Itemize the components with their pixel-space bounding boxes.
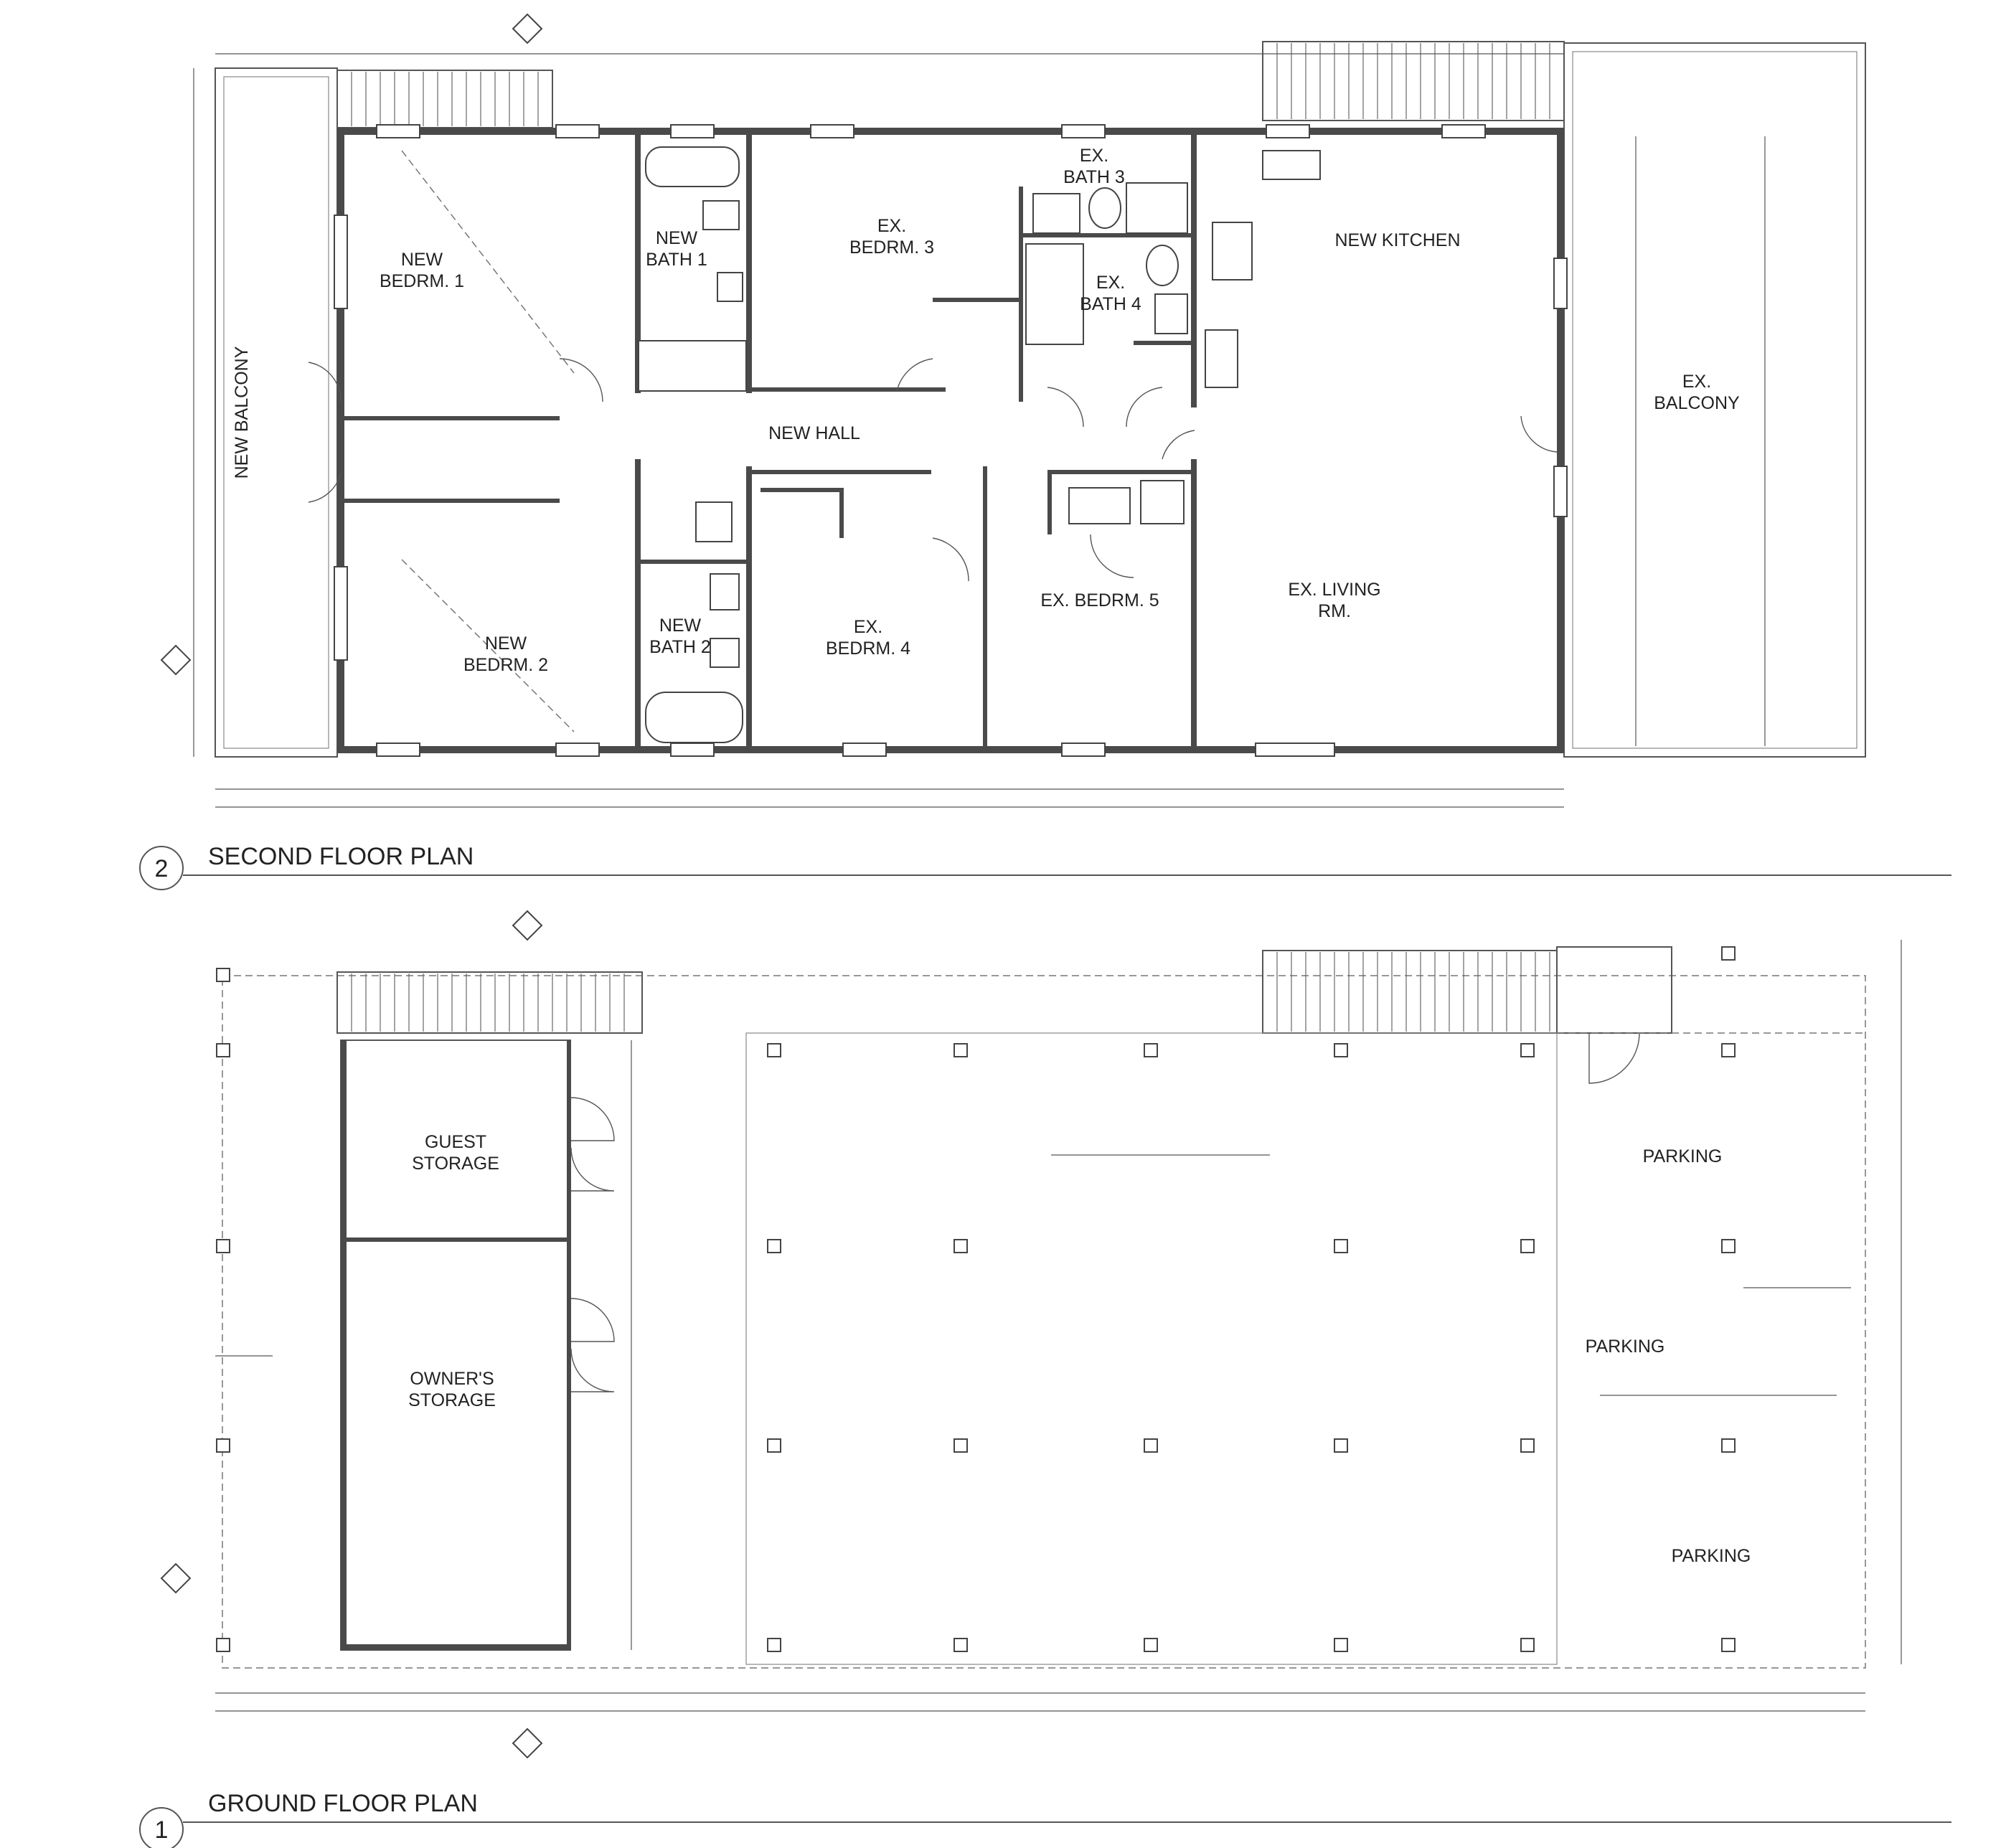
room-label-bath2-line1: NEW	[659, 616, 702, 636]
ground-floor-footprint	[222, 975, 1866, 1669]
sink-icon	[717, 272, 743, 302]
ground-floor-dimensions	[215, 940, 1902, 1712]
stair-right	[1262, 41, 1565, 121]
room-label-bedrm1-line2: BEDRM. 1	[380, 271, 464, 291]
bathtub-icon	[645, 146, 740, 187]
ground-stair-right	[1262, 950, 1558, 1034]
room-label-ex-bath4-line2: BATH 4	[1080, 294, 1141, 314]
room-label-bath2-line2: BATH 2	[649, 637, 711, 657]
outdoor-shower-enclosure	[1556, 946, 1672, 1034]
room-label-guest-storage-line2: STORAGE	[412, 1154, 499, 1174]
ex-balcony-inner	[1572, 51, 1857, 749]
room-label-ex-balcony-line2: BALCONY	[1654, 393, 1740, 413]
room-label-ex-bedrm4-line2: BEDRM. 4	[826, 638, 910, 659]
toilet-icon	[1146, 245, 1179, 286]
washer-dryer-icon	[695, 501, 733, 542]
fridge-icon	[1205, 329, 1238, 388]
ground-floor-plan-number: 1	[155, 1816, 169, 1844]
room-label-ex-bedrm3-line2: BEDRM. 3	[849, 237, 934, 258]
room-label-ex-balcony-line1: EX.	[1682, 372, 1711, 392]
shower-door-swing	[1588, 1032, 1640, 1084]
pilings-grid	[216, 946, 1736, 1652]
range-icon	[1212, 222, 1253, 280]
second-floor-plan: NEW BALCONY NEW BEDRM. 1 NEW BATH 1 EX. …	[139, 13, 1951, 890]
room-label-ex-bedrm4-line1: EX.	[854, 617, 882, 637]
room-label-bedrm1-line1: NEW	[401, 250, 443, 270]
second-floor-title-block: 2 SECOND FLOOR PLAN	[139, 843, 1951, 890]
ground-stair-left	[336, 971, 643, 1034]
ground-floor-plan: GUEST STORAGE OWNER'S STORAGE PARKING PA…	[139, 910, 1951, 1848]
shower-icon	[1025, 243, 1084, 345]
room-label-parking-3: PARKING	[1672, 1546, 1751, 1566]
room-label-owners-storage-line1: OWNER'S	[410, 1369, 494, 1389]
room-label-ex-living-line2: RM.	[1318, 601, 1351, 621]
new-balcony-inner	[223, 76, 329, 749]
second-floor-windows	[334, 124, 1568, 757]
kitchen-sink-icon	[1262, 150, 1321, 180]
sink-icon	[710, 638, 740, 668]
sink-icon	[1154, 293, 1188, 334]
room-label-ex-bedrm3-line1: EX.	[877, 216, 906, 236]
existing-slab-outline	[745, 1032, 1558, 1665]
second-floor-plan-title: SECOND FLOOR PLAN	[208, 843, 474, 870]
shower-icon	[1126, 182, 1188, 234]
room-label-guest-storage-line1: GUEST	[425, 1132, 486, 1152]
room-label-ex-bath3-line1: EX.	[1080, 146, 1108, 166]
ground-floor-plan-title: GROUND FLOOR PLAN	[208, 1790, 478, 1817]
room-label-ex-bath3-line2: BATH 3	[1063, 167, 1125, 187]
room-label-parking-1: PARKING	[1643, 1146, 1723, 1166]
section-markers	[160, 13, 543, 676]
toilet-icon	[1088, 187, 1121, 229]
room-label-new-kitchen: NEW KITCHEN	[1335, 230, 1461, 250]
second-floor-dimensions	[193, 53, 1766, 808]
second-floor-interior-walls	[344, 135, 1197, 746]
room-label-ex-bath4-line1: EX.	[1096, 273, 1125, 293]
ground-floor-title-block: 1 GROUND FLOOR PLAN	[139, 1790, 1951, 1848]
room-label-owners-storage-line2: STORAGE	[408, 1390, 496, 1410]
closet-icon	[1068, 487, 1131, 524]
room-label-ex-bedrm5: EX. BEDRM. 5	[1040, 590, 1159, 610]
bedrm1-ceiling-line	[401, 150, 575, 374]
bedrm2-ceiling-line	[401, 559, 575, 732]
second-floor-plan-number: 2	[155, 855, 169, 882]
second-floor-doors	[308, 358, 1558, 582]
sink-icon	[1032, 193, 1080, 234]
shower-icon	[638, 340, 747, 392]
room-label-bath1-line2: BATH 1	[646, 250, 707, 270]
room-label-bedrm2-line1: NEW	[485, 633, 527, 654]
second-floor-room-labels: NEW BALCONY NEW BEDRM. 1 NEW BATH 1 EX. …	[232, 146, 1740, 675]
room-label-ex-living-line1: EX. LIVING	[1288, 580, 1380, 600]
ground-floor-room-labels: GUEST STORAGE OWNER'S STORAGE PARKING PA…	[408, 1132, 1751, 1566]
room-label-new-hall: NEW HALL	[768, 423, 860, 443]
toilet-icon	[702, 200, 740, 230]
stair-left	[336, 70, 553, 128]
room-label-bath1-line1: NEW	[656, 228, 698, 248]
second-floor-exterior-walls	[337, 128, 1564, 753]
second-floor-fixtures	[638, 146, 1321, 743]
toilet-icon	[710, 573, 740, 610]
room-label-new-balcony: NEW BALCONY	[232, 346, 252, 478]
tub-shower-icon	[645, 692, 743, 743]
ground-floor-arrows	[215, 1154, 1851, 1396]
room-label-bedrm2-line2: BEDRM. 2	[463, 655, 548, 675]
ground-section-markers	[160, 910, 543, 1759]
room-label-parking-2: PARKING	[1586, 1336, 1665, 1357]
mech-closet-icon	[1140, 480, 1185, 524]
storage-block	[340, 1040, 615, 1651]
